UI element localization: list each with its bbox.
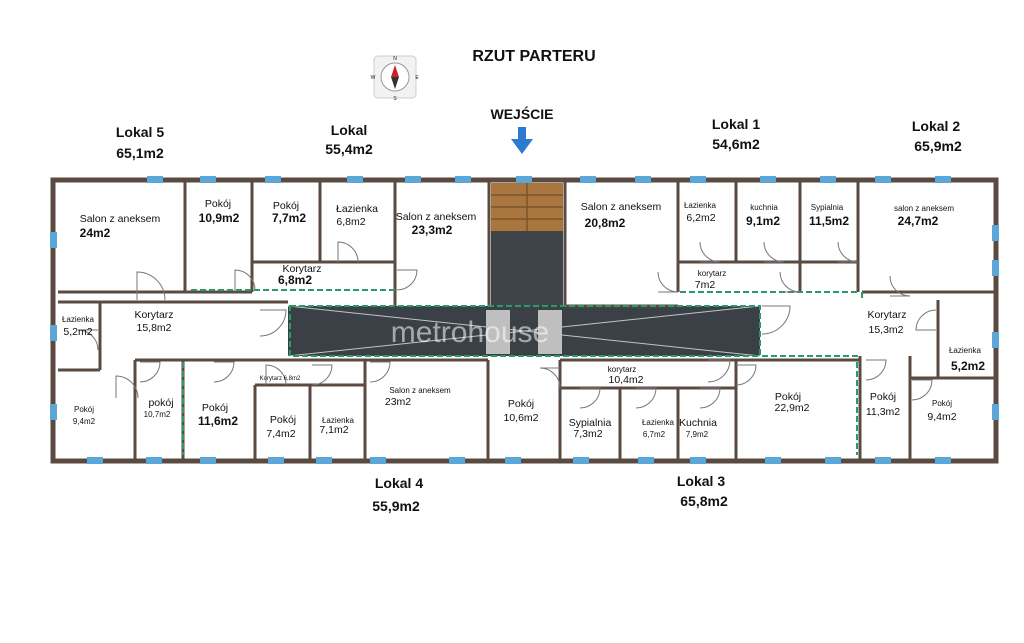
room-pokoj107-name: pokój	[148, 397, 173, 409]
room-pokoj94r-name: Pokój	[932, 399, 952, 408]
room-pokoj74-area: 7,4m2	[266, 428, 295, 440]
room-lazienka71-name: Łazienka	[322, 416, 355, 425]
room-korytarz158-area: 15,8m2	[136, 322, 171, 334]
room-sypialnia73-name: Sypialnia	[569, 417, 612, 429]
room-korytarz-small: Korytarz 6,8m2	[260, 376, 301, 382]
room-salon208-name: Salon z aneksem	[581, 201, 662, 213]
room-pokoj94r-area: 9,4m2	[927, 411, 956, 423]
lokal2-area: 65,9m2	[914, 138, 962, 154]
compass-n-label: N	[393, 56, 397, 62]
room-korytarz153-name: Korytarz	[867, 309, 906, 321]
room-lazienka52l-area: 5,2m2	[63, 326, 92, 338]
entrance-arrow-icon	[511, 127, 533, 154]
room-lazienka71-area: 7,1m2	[319, 424, 348, 436]
room-korytarz104-area: 10,4m2	[608, 374, 643, 386]
room-pokoj107-area: 10,7m2	[144, 410, 171, 419]
room-salon23-name: Salon z aneksem	[389, 386, 451, 395]
room-sypialnia73-area: 7,3m2	[573, 428, 602, 440]
room-lazienka67-name: Łazienka	[642, 418, 675, 427]
room-kuchnia79-area: 7,9m2	[686, 430, 709, 439]
staircase	[491, 183, 563, 306]
lokal3-area: 65,8m2	[680, 493, 728, 509]
lokal1-area: 54,6m2	[712, 136, 760, 152]
room-kuchnia91-area: 9,1m2	[746, 214, 780, 228]
room-lazienka52l-name: Łazienka	[62, 315, 95, 324]
room-pokoj94l-area: 9,4m2	[73, 417, 96, 426]
lokal-top-name: Lokal	[331, 122, 368, 138]
room-korytarz104-name: korytarz	[608, 365, 636, 374]
room-korytarz153-area: 15,3m2	[868, 324, 903, 336]
room-lazienka68-name: Łazienka	[336, 203, 378, 215]
room-korytarz7-area: 7m2	[695, 279, 716, 291]
room-salon208-area: 20,8m2	[585, 216, 626, 230]
room-salon247-name: salon z aneksem	[894, 204, 954, 213]
room-pokoj113-area: 11,3m2	[866, 406, 900, 418]
lokal4-name: Lokal 4	[375, 475, 423, 491]
watermark: metrohouse	[391, 316, 549, 349]
room-pokoj116-area: 11,6m2	[198, 414, 238, 428]
common-corridor	[287, 305, 761, 357]
room-pokoj116-name: Pokój	[202, 402, 228, 414]
room-lazienka67-area: 6,7m2	[643, 430, 666, 439]
room-salon247-area: 24,7m2	[898, 214, 939, 228]
compass-w-label: W	[371, 75, 376, 81]
room-lazienka52r-area: 5,2m2	[951, 359, 985, 373]
windows	[50, 176, 999, 464]
room-pokoj109-area: 10,9m2	[199, 211, 240, 225]
entrance-label: WEJŚCIE	[490, 105, 553, 122]
plan-title: RZUT PARTERU	[472, 48, 595, 65]
room-salon233-name: Salon z aneksem	[396, 211, 477, 223]
lokal5-area: 65,1m2	[116, 145, 164, 161]
room-pokoj109-name: Pokój	[205, 198, 231, 210]
room-pokoj94l-name: Pokój	[74, 405, 94, 414]
room-salon5-area: 24m2	[80, 226, 111, 240]
room-pokoj74-name: Pokój	[270, 414, 296, 426]
room-pokoj77-name: Pokój	[273, 200, 299, 212]
room-korytarz68-area: 6,8m2	[278, 273, 312, 287]
room-korytarz68-name: Korytarz	[282, 263, 321, 275]
lokal1-name: Lokal 1	[712, 116, 760, 132]
room-sypialnia115-name: Sypialnia	[811, 203, 844, 212]
lokal-top-area: 55,4m2	[325, 141, 373, 157]
room-lazienka62-name: Łazienka	[684, 201, 717, 210]
room-pokoj106-area: 10,6m2	[503, 412, 538, 424]
doors	[77, 241, 937, 409]
room-kuchnia79-name: Kuchnia	[679, 417, 717, 429]
room-pokoj229-name: Pokój	[775, 391, 801, 403]
room-korytarz7-name: korytarz	[698, 269, 726, 278]
room-kuchnia91-name: kuchnia	[750, 203, 778, 212]
room-lazienka62-area: 6,2m2	[686, 212, 715, 224]
room-sypialnia115-area: 11,5m2	[809, 214, 849, 228]
lokal3-name: Lokal 3	[677, 473, 725, 489]
room-salon5-name: Salon z aneksem	[80, 213, 161, 225]
room-lazienka52r-name: Łazienka	[949, 346, 982, 355]
room-lazienka68-area: 6,8m2	[336, 216, 365, 228]
room-salon233-area: 23,3m2	[412, 223, 453, 237]
room-pokoj113-name: Pokój	[870, 391, 896, 403]
room-pokoj229-area: 22,9m2	[774, 402, 809, 414]
lokal2-name: Lokal 2	[912, 118, 960, 134]
lokal4-area: 55,9m2	[372, 498, 420, 514]
compass-icon: N S W E	[371, 55, 419, 102]
compass-e-label: E	[415, 75, 419, 81]
lokal5-name: Lokal 5	[116, 124, 164, 140]
room-salon23-area: 23m2	[385, 396, 411, 408]
room-korytarz158-name: Korytarz	[134, 309, 173, 321]
unit-boundaries	[182, 289, 863, 455]
room-pokoj106-name: Pokój	[508, 398, 534, 410]
compass-s-label: S	[393, 96, 397, 102]
room-pokoj77-area: 7,7m2	[272, 211, 306, 225]
